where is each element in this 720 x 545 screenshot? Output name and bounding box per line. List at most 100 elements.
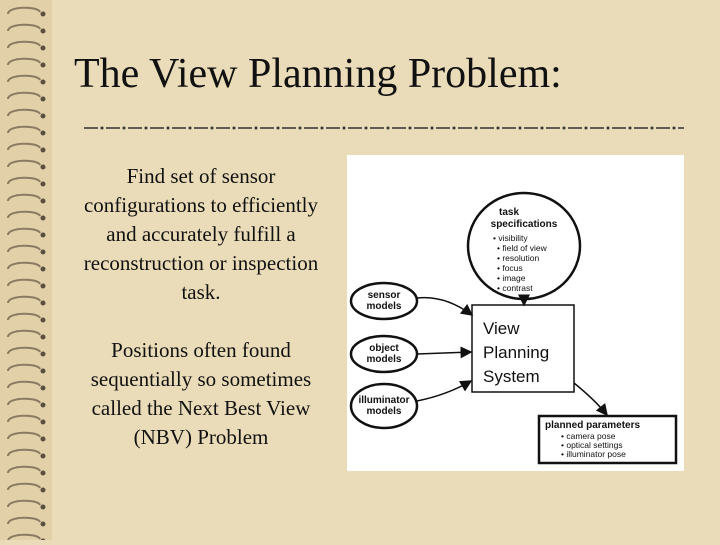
- divider-dot: [518, 126, 522, 130]
- divider-dot: [144, 126, 148, 130]
- task-spec-item: • visibility: [493, 233, 528, 243]
- spiral-ring: [7, 108, 41, 117]
- spiral-ring: [7, 516, 41, 525]
- spiral-hole: [40, 28, 46, 34]
- spiral-hole: [40, 130, 46, 136]
- illuminator-models-line-1: illuminator: [358, 395, 409, 406]
- spiral-hole: [40, 113, 46, 119]
- spiral-hole: [40, 181, 46, 187]
- illuminator-models-node: [349, 382, 419, 430]
- task-spec-item: • image: [497, 273, 526, 283]
- spiral-hole: [40, 11, 46, 17]
- spiral-ring: [7, 482, 41, 491]
- spiral-ring: [7, 329, 41, 338]
- divider-dot: [496, 126, 500, 130]
- spiral-hole: [40, 79, 46, 85]
- planned-parameters-title: planned parameters: [545, 420, 640, 431]
- divider-dot: [122, 126, 126, 130]
- spiral-hole: [40, 266, 46, 272]
- task-spec-item: • focus: [497, 263, 523, 273]
- spiral-binding-decoration: [0, 0, 52, 544]
- divider-dot: [320, 126, 324, 130]
- diagram-canvas: task specifications • visibility• field …: [349, 191, 678, 465]
- divider-dot: [100, 126, 104, 130]
- task-spec-item: • contrast: [497, 283, 533, 293]
- spiral-ring: [7, 312, 41, 321]
- divider-dot: [166, 126, 170, 130]
- spiral-ring: [7, 91, 41, 100]
- spiral-hole: [40, 351, 46, 357]
- spiral-hole: [40, 368, 46, 374]
- divider-dot: [606, 126, 610, 130]
- spiral-ring: [7, 176, 41, 185]
- spiral-ring: [7, 74, 41, 83]
- divider-dot: [232, 126, 236, 130]
- spiral-ring: [7, 23, 41, 32]
- spiral-hole: [40, 62, 46, 68]
- divider-dot: [540, 126, 544, 130]
- spiral-ring: [7, 6, 41, 15]
- sensor-models-line-2: models: [366, 301, 401, 312]
- spiral-ring: [7, 159, 41, 168]
- spiral-ring: [7, 57, 41, 66]
- description-paragraph: Find set of sensor configurations to eff…: [83, 164, 319, 304]
- slide-title: The View Planning Problem:: [74, 51, 562, 97]
- spiral-hole: [40, 504, 46, 510]
- spiral-hole: [40, 147, 46, 153]
- spiral-ring: [7, 533, 41, 542]
- nbv-paragraph: Positions often found sequentially so so…: [90, 338, 312, 449]
- divider-dot: [386, 126, 390, 130]
- divider-dot: [452, 126, 456, 130]
- task-spec-item: • field of view: [497, 243, 548, 253]
- object-models-line-2: models: [366, 354, 401, 365]
- system-label-line-3: System: [483, 367, 540, 386]
- object-models-line-1: object: [369, 343, 399, 354]
- spiral-hole: [40, 470, 46, 476]
- spiral-ring: [7, 380, 41, 389]
- spiral-ring: [7, 414, 41, 423]
- spiral-hole: [40, 96, 46, 102]
- planned-parameters-box: [537, 414, 678, 465]
- spiral-ring: [7, 40, 41, 49]
- spiral-hole: [40, 232, 46, 238]
- spiral-hole: [40, 453, 46, 459]
- spiral-hole: [40, 198, 46, 204]
- spiral-ring: [7, 295, 41, 304]
- spiral-hole: [40, 487, 46, 493]
- spiral-hole: [40, 334, 46, 340]
- planned-parameter-item: • optical settings: [561, 440, 623, 450]
- system-label-line-2: Planning: [483, 343, 549, 362]
- spiral-hole: [40, 164, 46, 170]
- spiral-hole: [40, 249, 46, 255]
- spiral-hole: [40, 45, 46, 51]
- spiral-ring: [7, 210, 41, 219]
- spiral-hole: [40, 402, 46, 408]
- object-to-system-arrow: [416, 346, 473, 359]
- spiral-hole: [40, 283, 46, 289]
- spiral-ring: [7, 142, 41, 151]
- spiral-hole: [40, 419, 46, 425]
- spiral-hole: [40, 521, 46, 527]
- divider-dot: [584, 126, 588, 130]
- view-planning-diagram: task specifications • visibility• field …: [347, 155, 684, 471]
- divider-dot: [342, 126, 346, 130]
- spiral-ring: [7, 193, 41, 202]
- spiral-hole: [40, 436, 46, 442]
- spiral-ring: [7, 499, 41, 508]
- spiral-hole: [40, 215, 46, 221]
- spiral-ring: [7, 397, 41, 406]
- sensor-models-line-1: sensor: [368, 290, 401, 301]
- divider-dot: [672, 126, 676, 130]
- system-to-parameters-arrow: [573, 382, 608, 417]
- divider-dot: [298, 126, 302, 130]
- task-title-line-1: task: [499, 207, 519, 218]
- spiral-hole: [40, 385, 46, 391]
- divider-dot: [210, 126, 214, 130]
- divider-dot: [650, 126, 654, 130]
- spiral-ring: [7, 125, 41, 134]
- planned-parameter-item: • illuminator pose: [561, 449, 626, 459]
- divider-dot: [364, 126, 368, 130]
- dashed-divider: [84, 126, 684, 130]
- divider-dot: [430, 126, 434, 130]
- sensor-models-node: [349, 281, 419, 321]
